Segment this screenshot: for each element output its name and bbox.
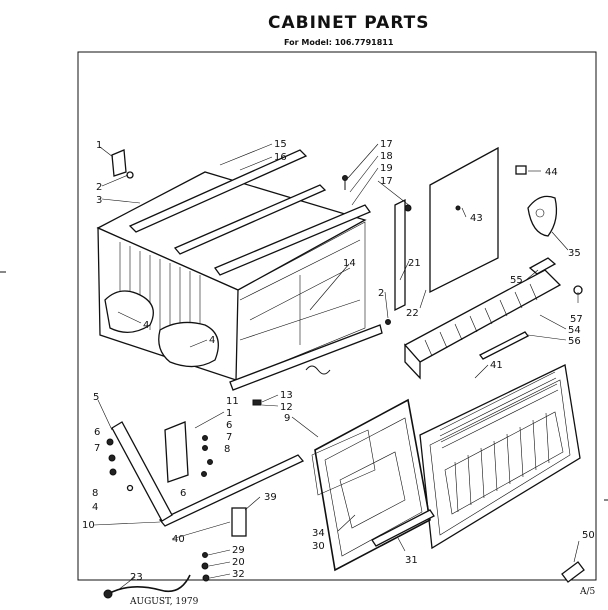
callout-43: 43 — [470, 213, 483, 224]
clip-part-44 — [515, 165, 527, 175]
callout-6a: 6 — [94, 427, 100, 438]
callout-1b: 1 — [226, 408, 232, 419]
spring-clip — [305, 365, 331, 375]
front-grille-41 — [419, 364, 581, 550]
bracket-1 — [164, 421, 189, 483]
callout-35: 35 — [568, 248, 581, 259]
callout-6b: 6 — [226, 420, 232, 431]
callout-29: 29 — [232, 545, 245, 556]
page-title: CABINET PARTS — [268, 13, 430, 33]
strap-5 — [111, 421, 173, 522]
callout-56: 56 — [568, 336, 581, 347]
bracket-part-1 — [111, 149, 134, 179]
callout-55: 55 — [510, 275, 523, 286]
callout-6c: 6 — [180, 488, 186, 499]
callout-4a: 4 — [143, 320, 149, 331]
part-50 — [561, 561, 585, 583]
callout-16: 16 — [274, 152, 287, 163]
insulation-patch-left — [104, 290, 154, 333]
callout-14: 14 — [343, 258, 356, 269]
top-rail-18 — [213, 204, 372, 276]
callout-1: 1 — [96, 140, 102, 151]
callout-9: 9 — [284, 413, 290, 424]
callout-20: 20 — [232, 557, 245, 568]
callout-44: 44 — [545, 167, 558, 178]
callout-54: 54 — [568, 325, 581, 336]
insulation-patch-right — [158, 321, 219, 368]
hardware-mid — [201, 435, 213, 477]
cabinet-shell — [96, 171, 383, 391]
base-rail — [229, 324, 383, 391]
callout-21: 21 — [408, 258, 421, 269]
callout-4c: 4 — [92, 502, 98, 513]
callout-8b: 8 — [92, 488, 98, 499]
callout-34: 34 — [312, 528, 325, 539]
callout-2b: 2 — [378, 288, 384, 299]
control-plate-35 — [527, 195, 558, 237]
outer-frame — [77, 51, 597, 581]
leader-lines — [93, 143, 580, 591]
callout-4b: 4 — [209, 335, 215, 346]
callout-8a: 8 — [224, 444, 230, 455]
callout-31: 31 — [405, 555, 418, 566]
model-subtitle: For Model: 106.7791811 — [284, 38, 394, 47]
callout-13: 13 — [280, 390, 293, 401]
callout-7b: 7 — [226, 432, 232, 443]
callout-2: 2 — [96, 182, 102, 193]
bracket-31 — [371, 509, 435, 547]
callout-17: 17 — [380, 139, 393, 150]
callout-18: 18 — [380, 151, 393, 162]
callout-23: 23 — [130, 572, 143, 583]
side-strip-21 — [394, 198, 406, 312]
side-panel-43 — [429, 146, 499, 294]
top-rail-16 — [173, 184, 327, 255]
hardware-bottom — [201, 552, 210, 582]
base-rail-10 — [158, 454, 305, 527]
callout-10: 10 — [82, 520, 95, 531]
callout-40: 40 — [172, 534, 185, 545]
callout-11: 11 — [226, 396, 239, 407]
ground-wire-23 — [107, 574, 191, 595]
callout-57: 57 — [570, 314, 583, 325]
clip-12 — [252, 399, 262, 406]
callout-19: 19 — [380, 163, 393, 174]
screw-17b — [404, 204, 412, 212]
callout-12: 12 — [280, 402, 293, 413]
callout-5: 5 — [93, 392, 99, 403]
filter-frame — [311, 398, 431, 572]
screw-17 — [342, 175, 348, 190]
plate-39 — [231, 507, 247, 537]
callout-3: 3 — [96, 195, 102, 206]
screw-43 — [455, 205, 461, 211]
callout-50: 50 — [582, 530, 595, 541]
callout-32: 32 — [232, 569, 245, 580]
control-assembly — [403, 257, 562, 380]
callout-39: 39 — [264, 492, 277, 503]
callout-labels: 1 2 3 15 16 17 18 19 17 43 44 35 14 21 2… — [82, 139, 595, 583]
callout-30: 30 — [312, 541, 325, 552]
top-rail-15 — [128, 149, 308, 233]
footer-code: A/5 — [579, 587, 596, 597]
callout-7a: 7 — [94, 443, 100, 454]
strip-56 — [479, 331, 529, 360]
callout-22: 22 — [406, 308, 419, 319]
callout-41: 41 — [490, 360, 503, 371]
callout-17b: 17 — [380, 176, 393, 187]
footer-date: AUGUST, 1979 — [129, 597, 199, 607]
hardware-left — [106, 438, 134, 492]
callout-15: 15 — [274, 139, 287, 150]
screw-2 — [385, 319, 391, 325]
